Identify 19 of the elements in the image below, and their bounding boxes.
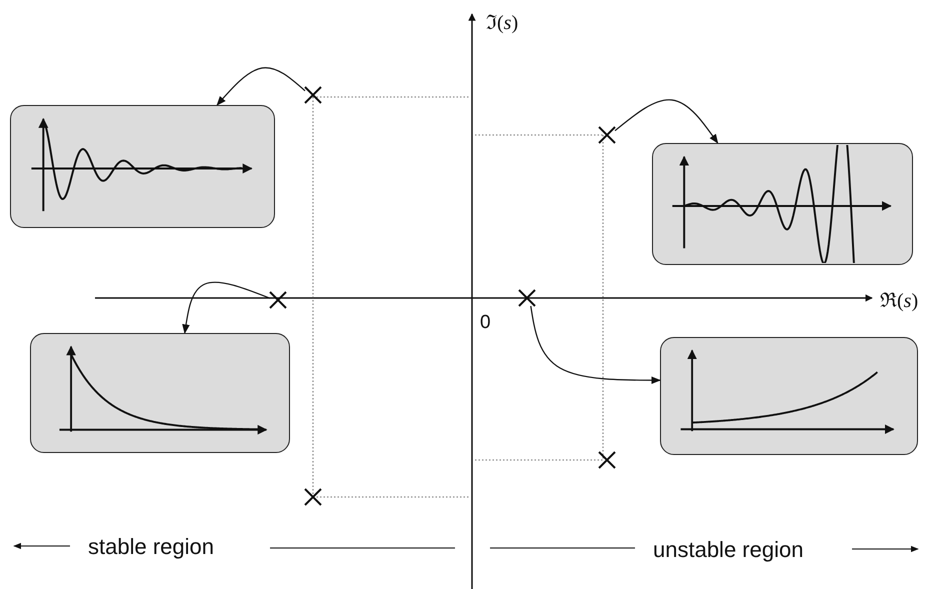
origin-label: 0	[480, 312, 491, 334]
arrow	[216, 67, 306, 106]
axis-label: ℜ(s)	[880, 289, 918, 313]
plot-panel	[10, 105, 275, 228]
plot-panel	[652, 143, 913, 265]
pole-marker	[267, 289, 289, 311]
region-label: unstable region	[653, 537, 804, 563]
arrow	[182, 282, 270, 334]
pole-marker	[302, 84, 324, 106]
pole-marker	[596, 449, 618, 471]
axis-label: ℑ(s)	[486, 11, 518, 35]
region-label: stable region	[88, 534, 214, 560]
plot-panel	[30, 333, 290, 453]
pole-marker	[596, 124, 618, 146]
arrow	[614, 99, 718, 144]
pole-marker	[516, 287, 538, 309]
plot-panel	[660, 337, 918, 455]
pole-marker	[302, 486, 324, 508]
arrow	[530, 306, 661, 384]
